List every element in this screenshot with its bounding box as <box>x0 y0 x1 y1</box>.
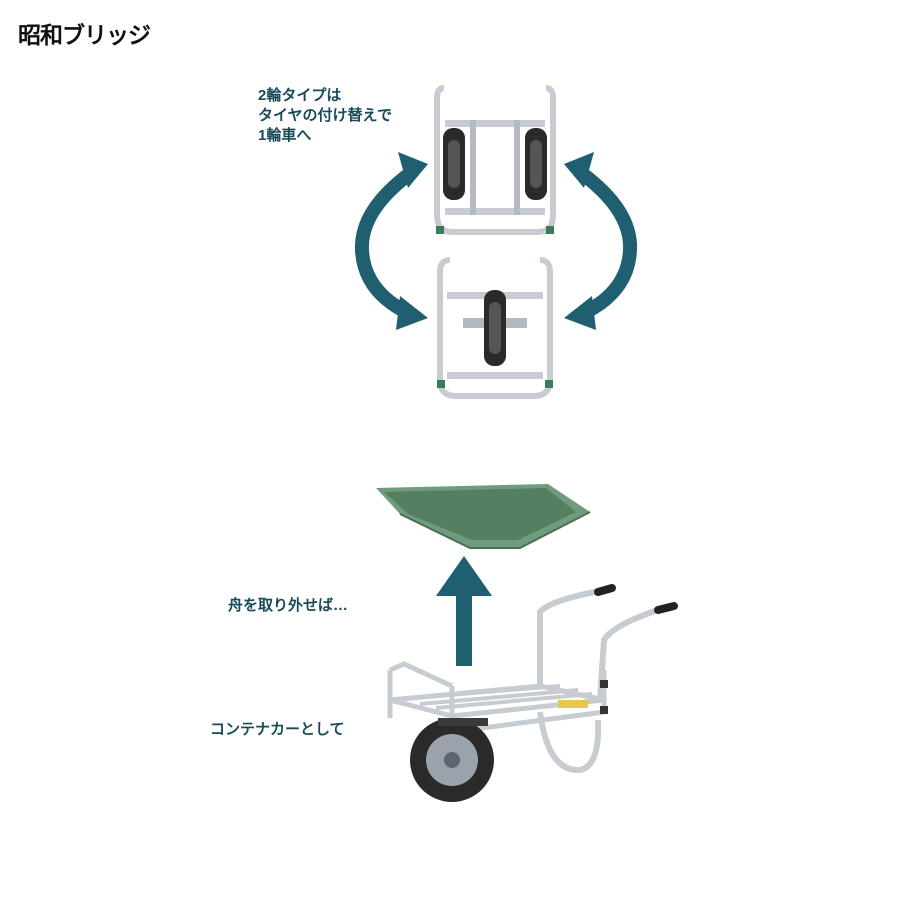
caption-line: 1輪車へ <box>258 127 312 144</box>
single-wheel-cart-image <box>437 257 553 399</box>
caption-line: タイヤの付け替えで <box>258 107 393 124</box>
caption-line: 2輪タイプは <box>258 87 342 104</box>
two-wheel-cart-image <box>434 85 556 235</box>
container-cart-image <box>387 584 678 802</box>
brand-logo: 昭和ブリッジ <box>18 23 151 49</box>
container-cart-caption: コンテナカーとして <box>210 721 345 738</box>
remove-tray-caption: 舟を取り外せば… <box>228 597 349 614</box>
two-wheel-caption: 2輪タイプは タイヤの付け替えで 1輪車へ <box>258 86 392 146</box>
up-arrow-icon <box>436 556 492 666</box>
tray-image <box>376 484 591 549</box>
swap-arrows-icon <box>354 152 638 330</box>
